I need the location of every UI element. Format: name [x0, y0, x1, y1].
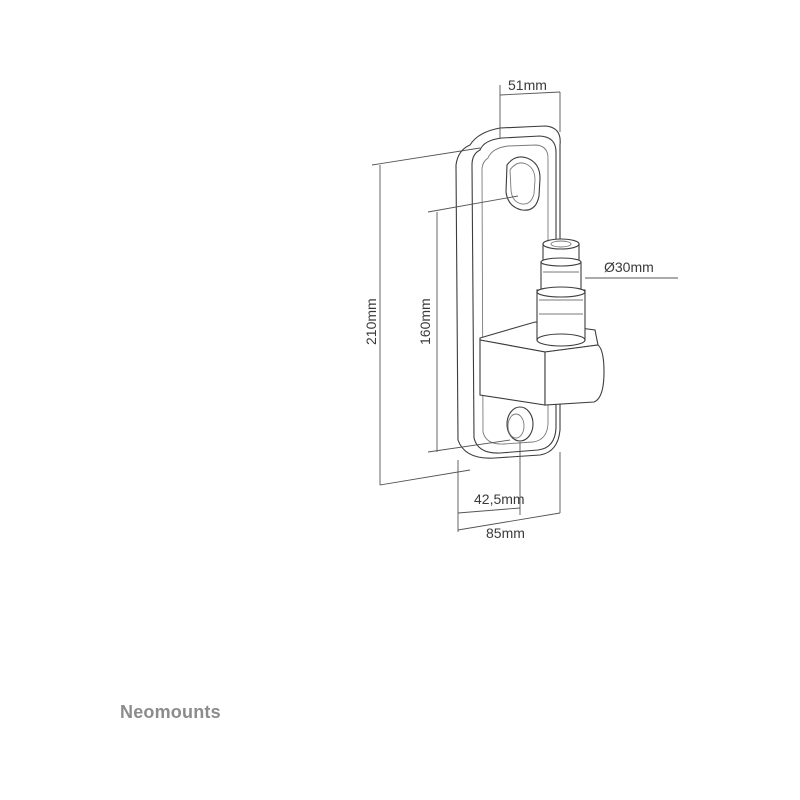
depth-label: 51mm — [508, 77, 547, 93]
height-total-label: 210mm — [363, 298, 379, 345]
mounting-pin — [536, 238, 586, 347]
dimension-hole-spacing: 160mm — [417, 195, 519, 453]
dimension-width-total: 85mm — [457, 452, 561, 541]
dimension-pole-diameter: Ø30mm — [585, 259, 678, 279]
pole-diameter-label: Ø30mm — [604, 259, 654, 275]
dimension-arm-offset: 42,5mm — [457, 442, 525, 532]
hole-spacing-label: 160mm — [417, 298, 433, 345]
arm-offset-label: 42,5mm — [474, 491, 525, 507]
width-total-label: 85mm — [486, 525, 525, 541]
brand-logo-text: Neomounts — [120, 702, 221, 722]
dimension-depth: 51mm — [499, 77, 561, 138]
bottom-round-hole — [506, 406, 534, 442]
wall-plate-edge — [481, 144, 549, 445]
top-slot-hole — [505, 156, 541, 211]
arm-bracket — [479, 321, 605, 406]
dimension-height-total: 210mm — [363, 147, 481, 486]
